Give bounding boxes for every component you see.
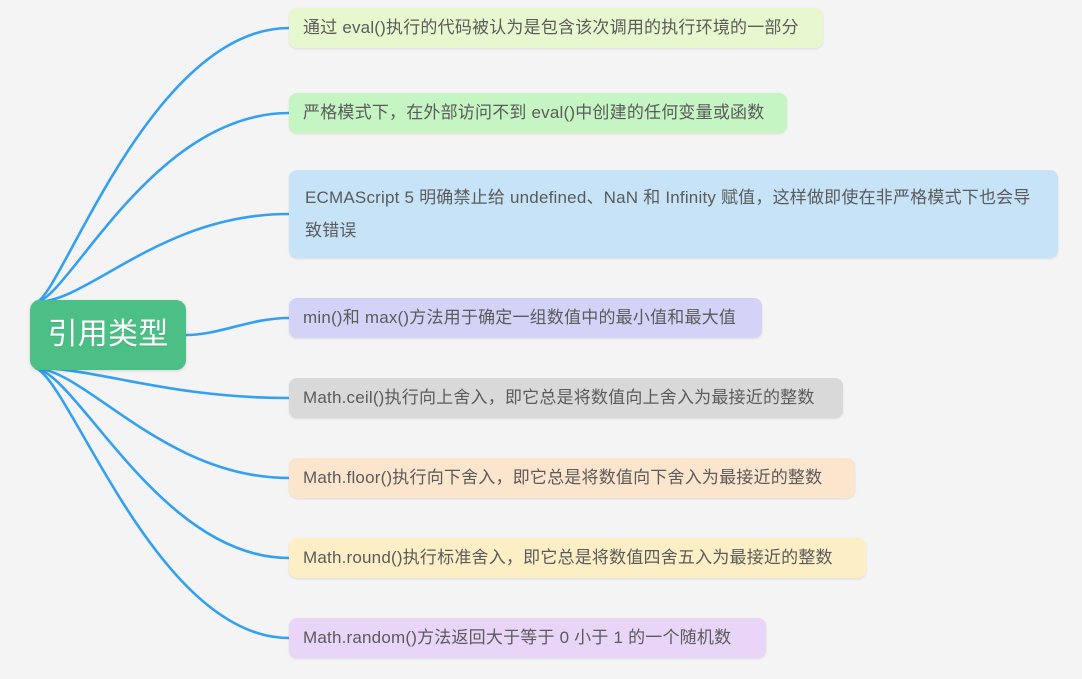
node-label: Math.round()执行标准舍入，即它总是将数值四舍五入为最接近的整数 (303, 548, 833, 567)
node-es5-assignment-restrictions[interactable]: ECMAScript 5 明确禁止给 undefined、NaN 和 Infin… (289, 170, 1058, 258)
edge-to-child-8 (34, 366, 291, 640)
node-math-floor[interactable]: Math.floor()执行向下舍入，即它总是将数值向下舍入为最接近的整数 (289, 458, 855, 498)
node-label: Math.floor()执行向下舍入，即它总是将数值向下舍入为最接近的整数 (303, 468, 823, 487)
node-strict-mode-eval-scope[interactable]: 严格模式下，在外部访问不到 eval()中创建的任何变量或函数 (289, 93, 787, 133)
edge-to-child-5 (34, 366, 291, 400)
edge-to-child-6 (34, 366, 291, 480)
edge-to-child-4 (184, 316, 291, 337)
node-math-round[interactable]: Math.round()执行标准舍入，即它总是将数值四舍五入为最接近的整数 (289, 538, 866, 578)
node-min-max-methods[interactable]: min()和 max()方法用于确定一组数值中的最小值和最大值 (289, 298, 762, 338)
node-label: 通过 eval()执行的代码被认为是包含该次调用的执行环境的一部分 (303, 18, 799, 37)
node-label: ECMAScript 5 明确禁止给 undefined、NaN 和 Infin… (305, 188, 1031, 240)
node-label: min()和 max()方法用于确定一组数值中的最小值和最大值 (303, 308, 737, 327)
node-math-random[interactable]: Math.random()方法返回大于等于 0 小于 1 的一个随机数 (289, 618, 766, 658)
node-label: 严格模式下，在外部访问不到 eval()中创建的任何变量或函数 (303, 103, 765, 122)
edge-to-child-1 (34, 26, 291, 304)
edge-to-child-2 (34, 111, 291, 304)
node-label: Math.random()方法返回大于等于 0 小于 1 的一个随机数 (303, 628, 732, 647)
edge-to-child-7 (34, 366, 291, 560)
node-math-ceil[interactable]: Math.ceil()执行向上舍入，即它总是将数值向上舍入为最接近的整数 (289, 378, 843, 418)
edge-to-child-3 (34, 212, 291, 304)
node-label: Math.ceil()执行向上舍入，即它总是将数值向上舍入为最接近的整数 (303, 388, 815, 407)
root-node-label: 引用类型 (47, 318, 169, 351)
root-node[interactable]: 引用类型 (30, 300, 186, 370)
node-eval-execution-context[interactable]: 通过 eval()执行的代码被认为是包含该次调用的执行环境的一部分 (289, 8, 823, 48)
